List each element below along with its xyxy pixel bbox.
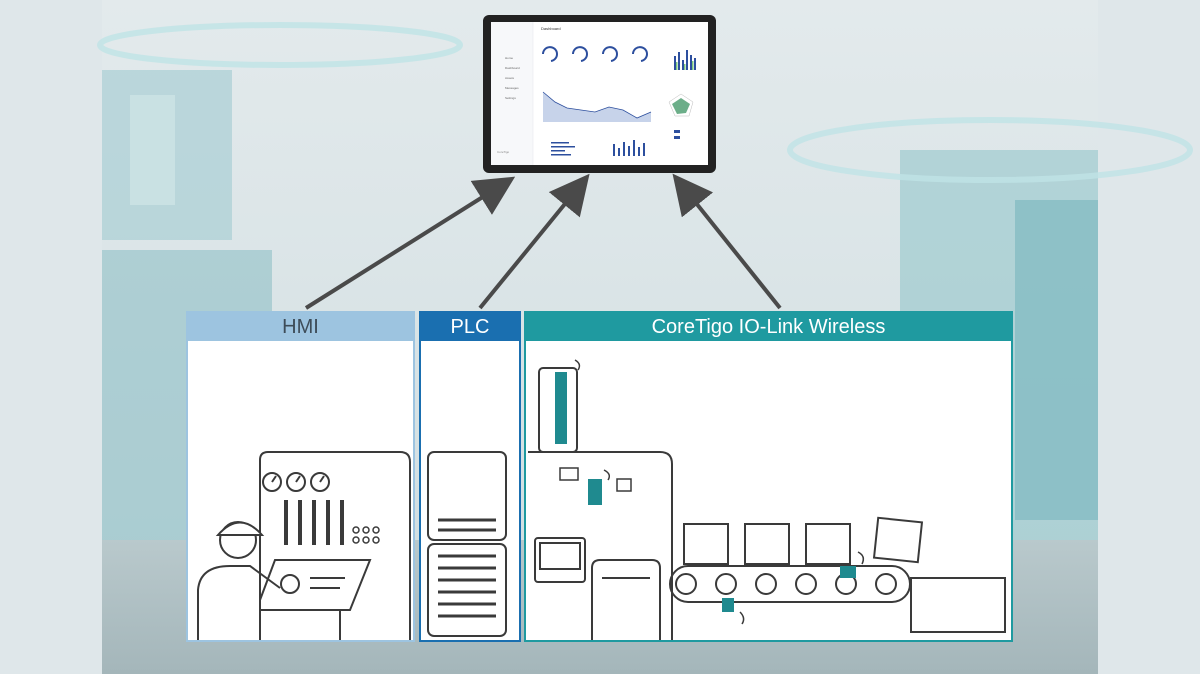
iolink-panel: CoreTigo IO-Link Wireless [524,311,1013,642]
dashboard-screen: Dashboard Home Dashboard Assets Messages… [491,22,708,165]
plc-panel-header: PLC [421,313,519,341]
hmi-panel: HMI [186,311,415,642]
dashboard-title: Dashboard [541,26,561,31]
plc-panel: PLC [419,311,521,642]
nav-item-home[interactable]: Home [505,56,514,60]
dashboard-monitor: Dashboard Home Dashboard Assets Messages… [483,15,716,173]
hmi-panel-header: HMI [188,313,413,341]
iolink-panel-header: CoreTigo IO-Link Wireless [526,313,1011,341]
dashboard-graphics [491,22,696,165]
nav-item-messages[interactable]: Messages [505,86,519,90]
nav-item-dashboard[interactable]: Dashboard [505,66,520,70]
nav-item-assets[interactable]: Assets [505,76,515,80]
dashboard-logo: CoreTigo [497,150,510,154]
nav-item-settings[interactable]: Settings [505,96,516,100]
